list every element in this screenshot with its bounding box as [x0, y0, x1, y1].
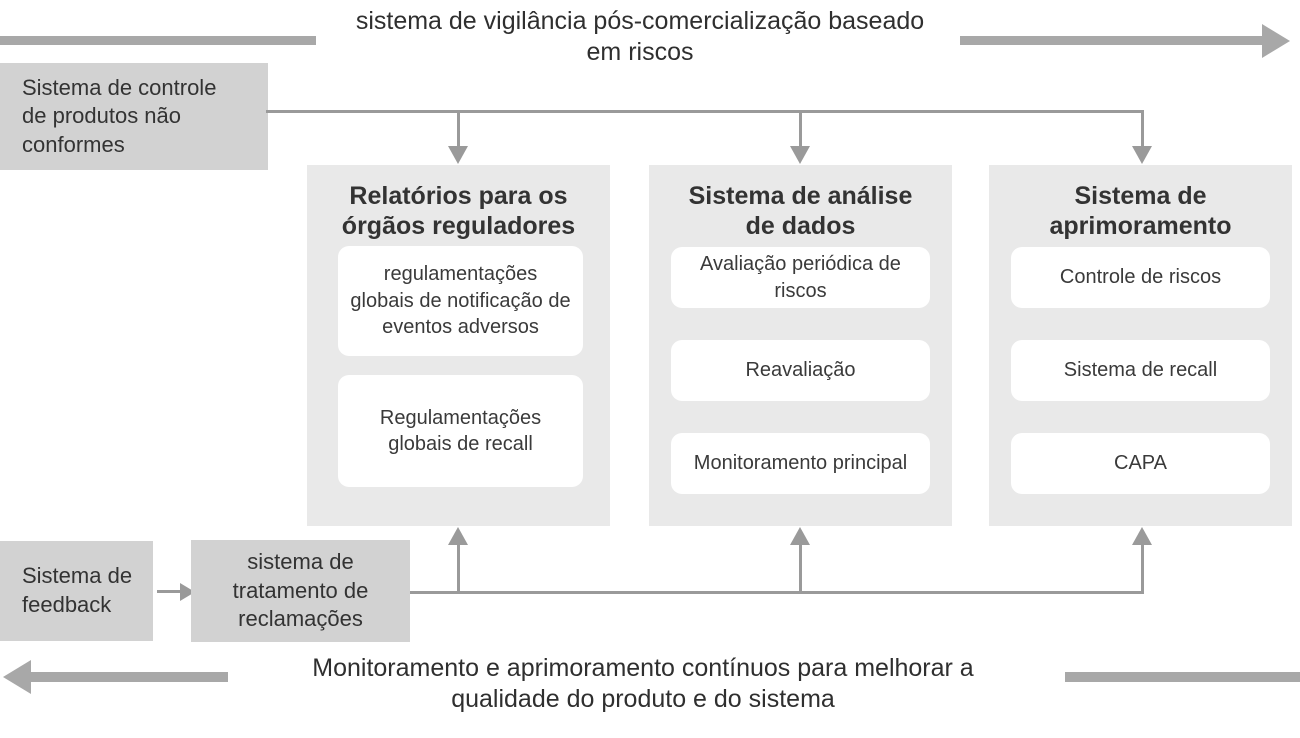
bottom-banner-caption: Monitoramento e aprimoramento contínuos … [268, 653, 1018, 714]
top-banner-right-arrow-shaft [960, 36, 1265, 45]
card-recall-system-label: Sistema de recall [1063, 359, 1218, 382]
column-regulatory-reports-title: Relatórios para os órgãos reguladores [319, 181, 598, 241]
card-capa[interactable]: CAPA [1011, 433, 1270, 494]
box-complaint-handling-system: sistema de tratamento de reclamações [191, 540, 410, 642]
column2-title-line1: Sistema de análise [688, 182, 913, 210]
card-global-recall-regulations[interactable]: Regulamentações globais de recall [338, 375, 583, 487]
card-reassessment[interactable]: Reavaliação [671, 340, 930, 401]
top-banner-caption: sistema de vigilância pós-comercializaçã… [325, 6, 955, 67]
column2-title-line2: de dados [745, 212, 856, 240]
top-connector-drop-col1 [457, 110, 460, 148]
box-nonconforming-line3: conformes [22, 131, 125, 157]
column-improvement-system: Sistema de aprimoramento Controle de ris… [989, 165, 1292, 526]
top-banner-caption-line1: sistema de vigilância pós-comercializaçã… [355, 7, 925, 35]
column-improvement-system-title: Sistema de aprimoramento [1001, 181, 1280, 241]
bottom-connector-arrowhead-col3-icon [1132, 527, 1152, 545]
box-complaints-line3: reclamações [238, 606, 363, 632]
bottom-banner-caption-line2: qualidade do produto e do sistema [451, 684, 835, 713]
card-main-monitoring[interactable]: Monitoramento principal [671, 433, 930, 494]
column-regulatory-reports: Relatórios para os órgãos reguladores re… [307, 165, 610, 526]
top-banner-caption-line2: em riscos [586, 37, 694, 66]
top-connector-drop-col2 [799, 110, 802, 148]
column3-title-line1: Sistema de [1074, 182, 1207, 210]
feedback-to-complaints-connector [157, 590, 182, 593]
box-feedback-line2: feedback [22, 592, 112, 617]
top-banner-right-arrowhead-icon [1262, 24, 1290, 58]
box-feedback-system: Sistema de feedback [0, 541, 153, 641]
bottom-connector-riser-col3 [1141, 545, 1144, 592]
card-risk-control-label: Controle de riscos [1059, 266, 1222, 289]
card-adverse-event-reporting-label: regulamentações globais de notificação d… [350, 263, 571, 339]
card-reassessment-label: Reavaliação [745, 359, 856, 382]
bottom-connector-arrowhead-col2-icon [790, 527, 810, 545]
card-global-recall-regulations-label: Regulamentações globais de recall [379, 406, 542, 455]
column1-title-line1: Relatórios para os [349, 182, 568, 210]
card-adverse-event-reporting[interactable]: regulamentações globais de notificação d… [338, 246, 583, 356]
card-periodic-risk-assessment-label: Avaliação periódica de riscos [700, 253, 901, 302]
top-connector-bus [266, 110, 1144, 113]
card-risk-control[interactable]: Controle de riscos [1011, 247, 1270, 308]
bottom-banner-right-bar [1065, 672, 1300, 682]
card-periodic-risk-assessment[interactable]: Avaliação periódica de riscos [671, 247, 930, 308]
card-recall-system[interactable]: Sistema de recall [1011, 340, 1270, 401]
top-connector-drop-col3 [1141, 110, 1144, 148]
column3-title-line2: aprimoramento [1049, 212, 1232, 240]
bottom-banner-left-arrow-shaft [30, 672, 228, 682]
top-banner-left-bar [0, 36, 316, 45]
box-nonconforming-line2: de produtos não [22, 103, 182, 129]
bottom-banner-left-arrowhead-icon [3, 660, 31, 694]
top-connector-arrowhead-col1-icon [448, 146, 468, 164]
column1-title-line2: órgãos reguladores [341, 212, 576, 240]
box-complaints-line1: sistema de [247, 549, 354, 575]
box-nonconforming-line1: Sistema de controle [22, 74, 217, 100]
bottom-banner-caption-line1: Monitoramento e aprimoramento contínuos … [312, 654, 974, 682]
bottom-connector-riser-col2 [799, 545, 802, 592]
card-capa-label: CAPA [1114, 452, 1167, 475]
bottom-connector-riser-col1 [457, 545, 460, 592]
top-connector-arrowhead-col3-icon [1132, 146, 1152, 164]
box-nonconforming-product-control: Sistema de controle de produtos não conf… [0, 63, 268, 170]
bottom-connector-bus [409, 591, 1144, 594]
bottom-connector-arrowhead-col1-icon [448, 527, 468, 545]
box-feedback-line1: Sistema de [22, 563, 133, 589]
box-complaints-line2: tratamento de [232, 577, 369, 603]
column-data-analysis-system: Sistema de análise de dados Avaliação pe… [649, 165, 952, 526]
card-main-monitoring-label: Monitoramento principal [693, 452, 908, 475]
column-data-analysis-system-title: Sistema de análise de dados [661, 181, 940, 241]
top-connector-arrowhead-col2-icon [790, 146, 810, 164]
